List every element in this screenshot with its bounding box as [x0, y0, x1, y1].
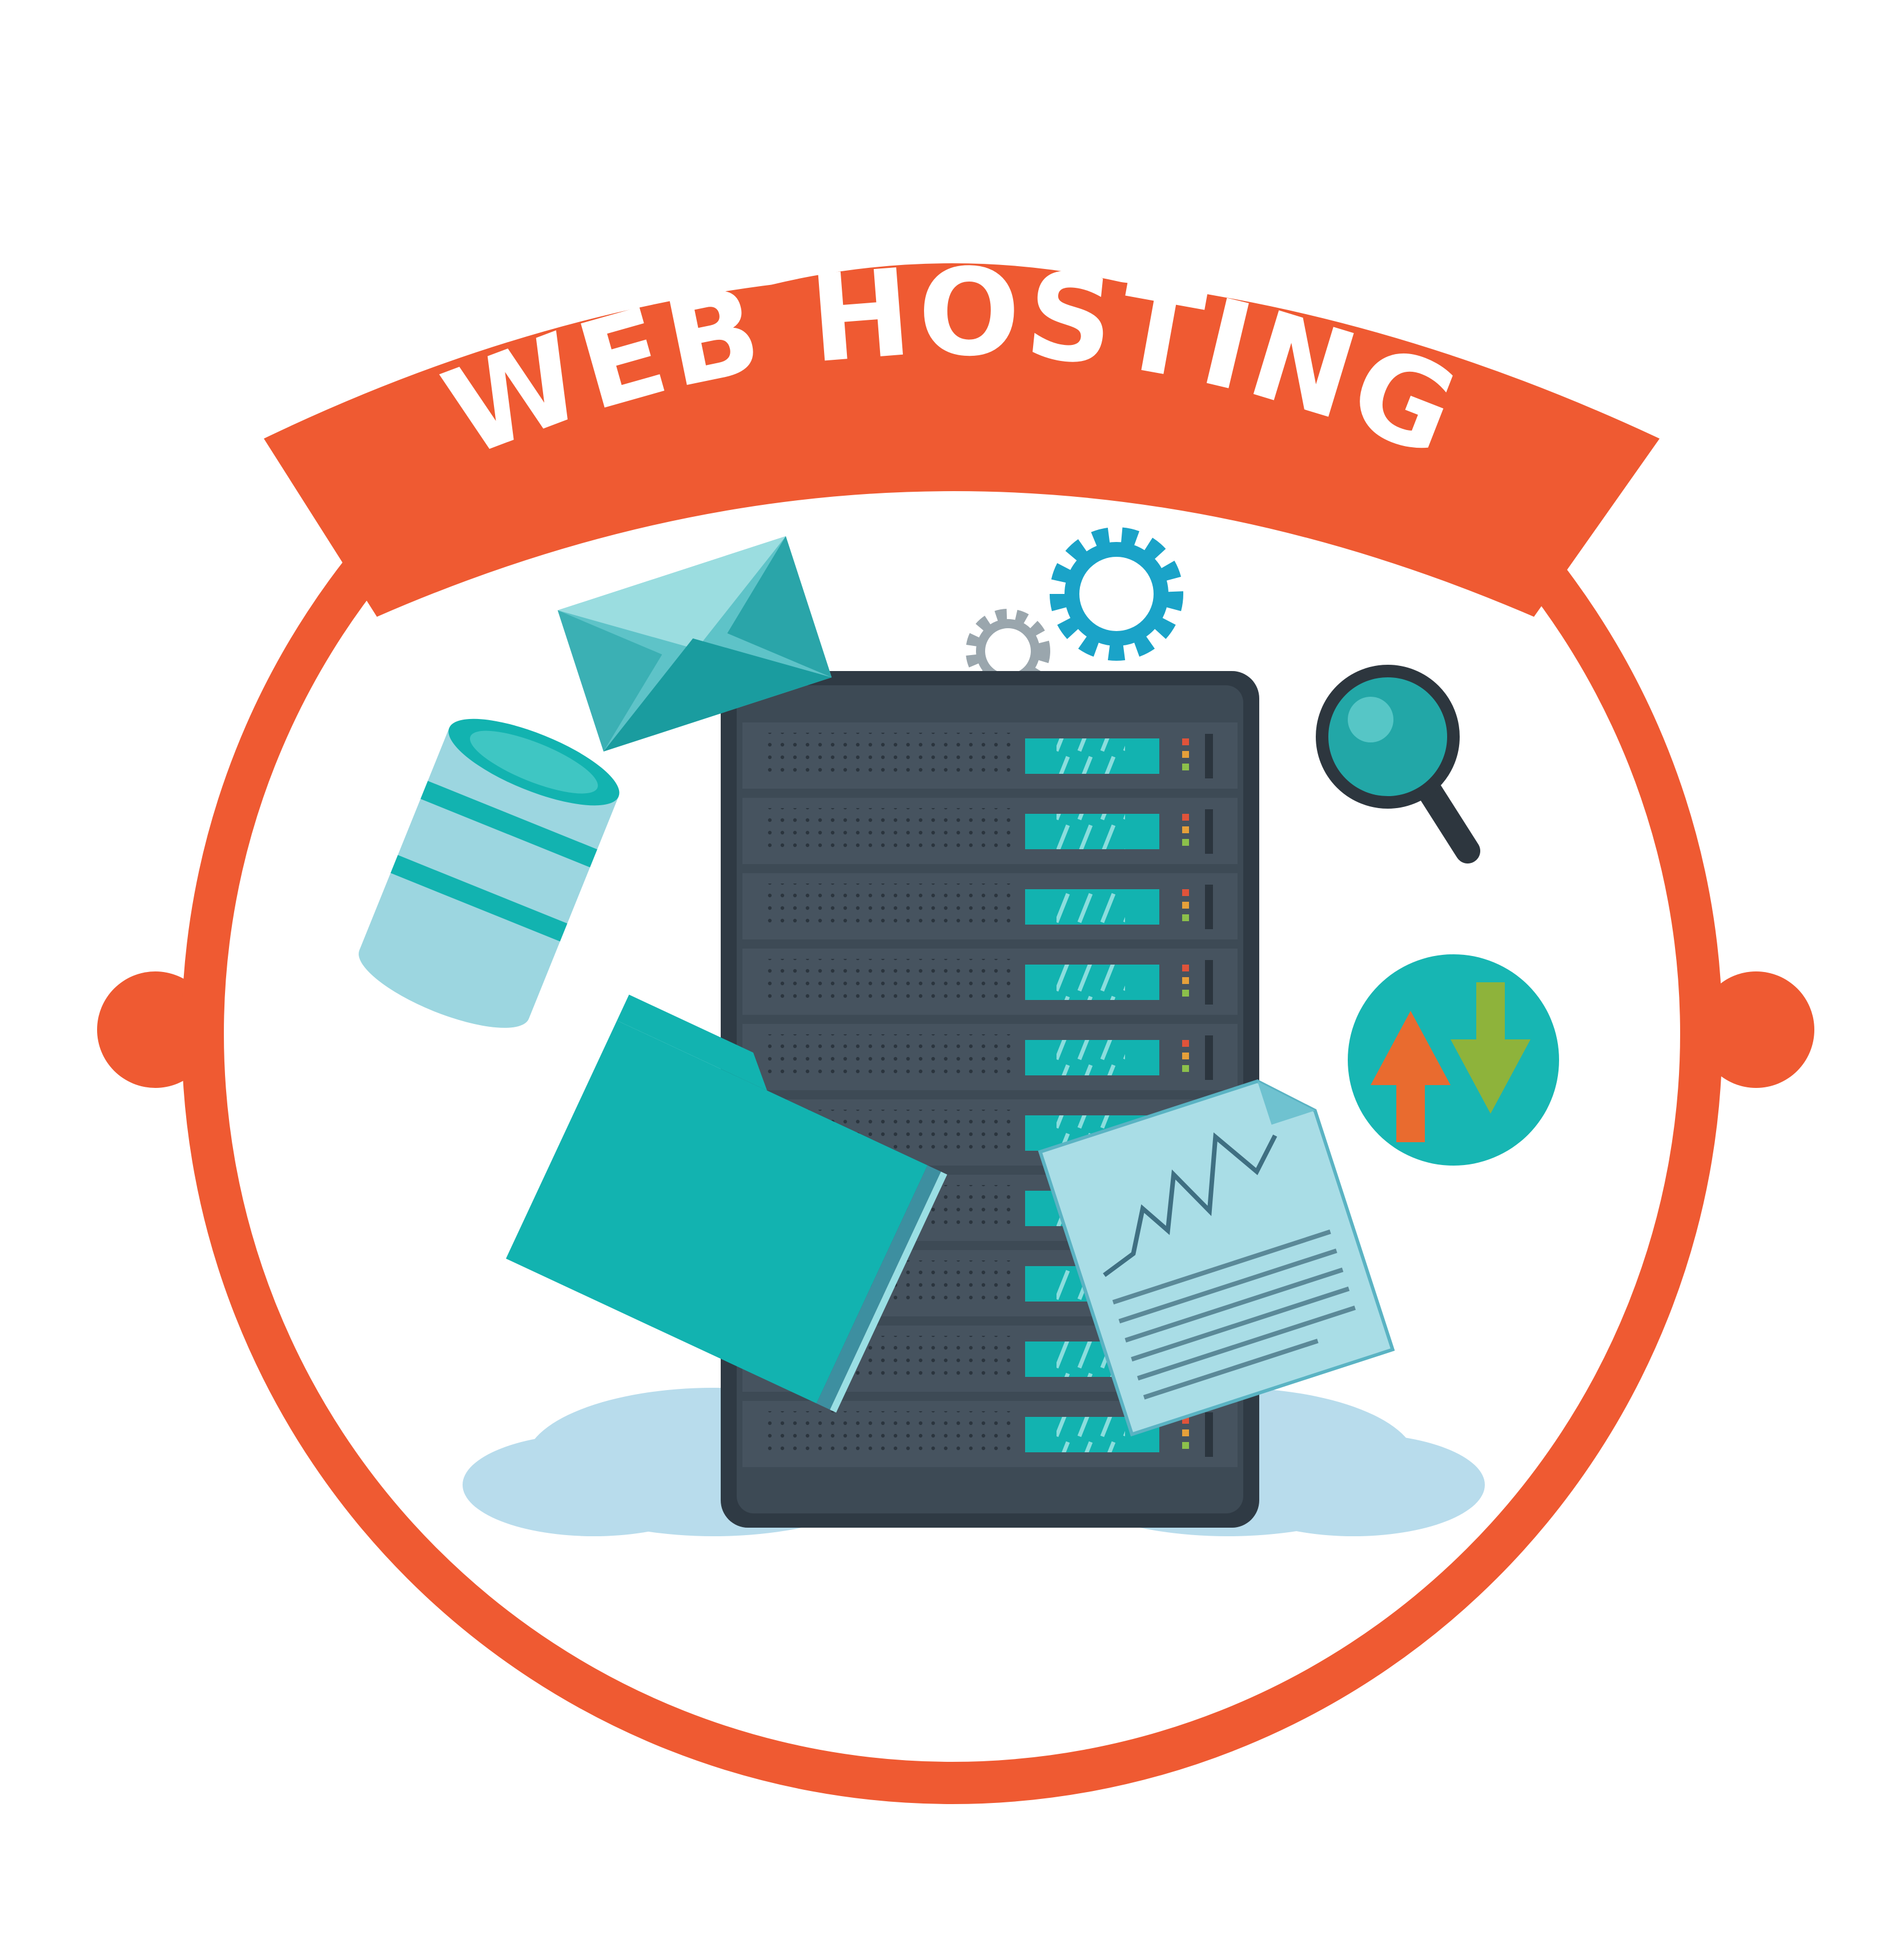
server-unit	[742, 949, 1238, 1015]
magnifier-icon	[1316, 665, 1480, 863]
server-unit	[742, 798, 1238, 864]
folder-icon	[505, 994, 947, 1413]
right-dot	[1698, 971, 1814, 1088]
database-icon	[359, 718, 620, 1028]
server-unit	[742, 873, 1238, 939]
transfer-arrows-icon	[1348, 954, 1559, 1166]
server-unit	[742, 1024, 1238, 1090]
document-chart-icon	[1038, 1079, 1395, 1437]
server-unit	[742, 722, 1238, 789]
envelope-icon	[557, 536, 832, 752]
